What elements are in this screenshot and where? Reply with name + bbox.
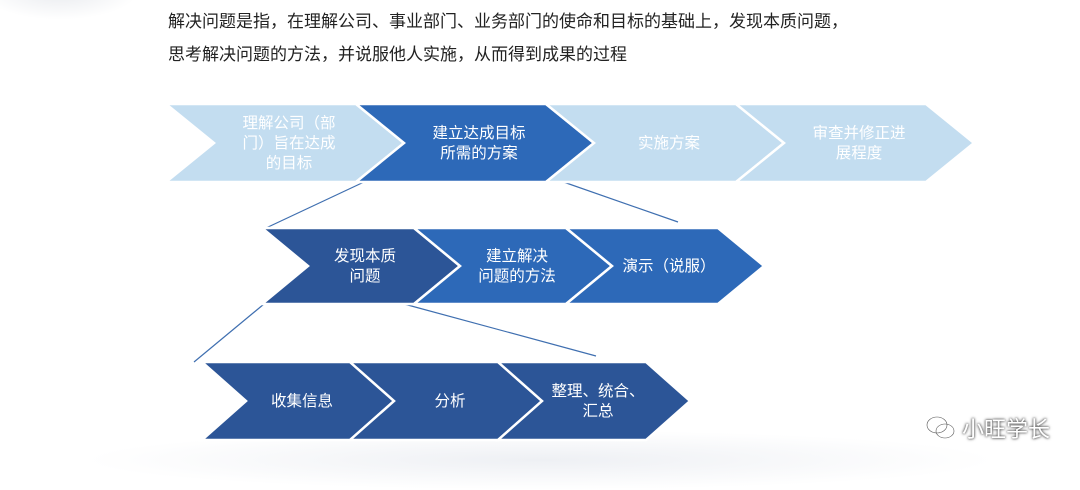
chevron-label-top-1-line-2: 门）旨在达成 xyxy=(242,134,335,152)
watermark-text: 小旺学长 xyxy=(961,418,1050,443)
connector-middle-left xyxy=(193,303,265,363)
chevron-label-top-3-line-1: 实施方案 xyxy=(638,134,701,152)
chevron-label-middle-1-line-2: 问题 xyxy=(349,267,380,285)
chevron-label-top-2-line-2: 所需的方案 xyxy=(440,144,518,162)
chevron-label-top-1-line-1: 理解公司（部 xyxy=(242,114,335,132)
connector-middle-right xyxy=(403,303,597,357)
chevron-label-top-4-line-2: 展程度 xyxy=(836,144,883,162)
chevron-top-4 xyxy=(732,102,976,184)
connector-top-right xyxy=(551,177,679,223)
chevron-label-bottom-3-line-2: 汇总 xyxy=(582,402,613,420)
chevron-label-top-2-line-1: 建立达成目标 xyxy=(432,124,525,142)
chevron-label-top-1-line-3: 的目标 xyxy=(266,154,313,172)
chevron-shapes xyxy=(162,102,976,442)
chevron-label-middle-1-line-1: 发现本质 xyxy=(334,247,396,265)
chevron-bottom-3 xyxy=(494,360,692,442)
chevron-label-middle-2-line-2: 问题的方法 xyxy=(478,267,556,285)
connector-lines xyxy=(193,177,679,363)
chevron-label-bottom-2-line-1: 分析 xyxy=(434,392,465,410)
chevron-label-middle-2-line-1: 建立解决 xyxy=(486,247,548,265)
intro-line-2: 思考解决问题的方法，并说服他人实施，从而得到成果的过程 xyxy=(168,45,627,65)
intro-text: 解决问题是指，在理解公司、事业部门、业务部门的使命和目标的基础上，发现本质问题，… xyxy=(168,6,1028,72)
chevron-label-bottom-3-line-1: 整理、统合、 xyxy=(551,382,644,400)
wechat-icon xyxy=(925,415,956,440)
chevron-middle-3 xyxy=(562,226,766,306)
connector-top-left xyxy=(265,181,365,229)
chevron-label-middle-3-line-1: 演示（说服） xyxy=(622,257,715,275)
intro-line-1: 解决问题是指，在理解公司、事业部门、业务部门的使命和目标的基础上，发现本质问题， xyxy=(168,12,848,32)
chevron-label-top-4-line-1: 审查并修正进 xyxy=(812,124,905,142)
watermark: 小旺学长 xyxy=(925,412,1050,444)
chevron-label-bottom-1-line-1: 收集信息 xyxy=(271,392,333,410)
